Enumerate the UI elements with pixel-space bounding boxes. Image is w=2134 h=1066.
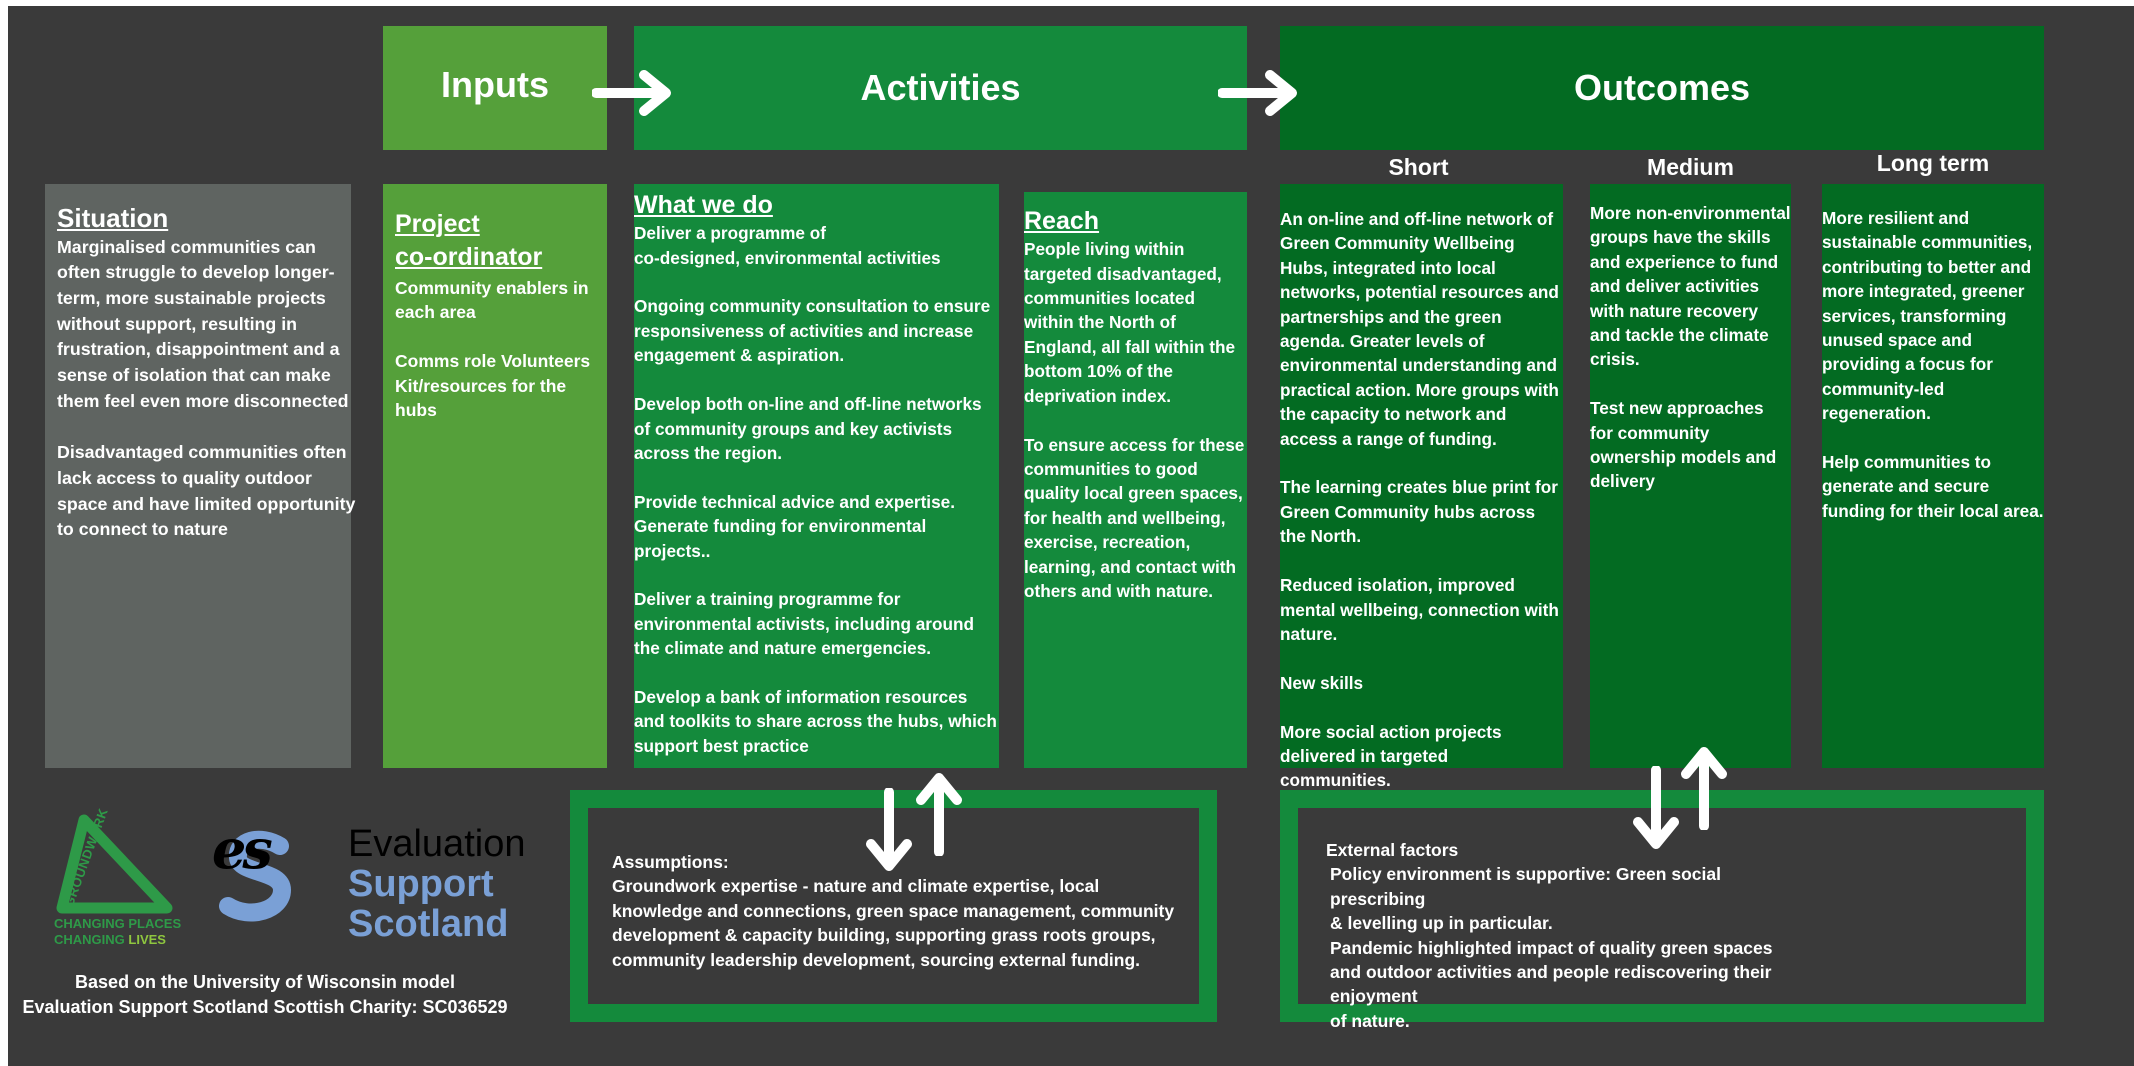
up-arrow-icon xyxy=(916,768,962,856)
footer-line-2: Evaluation Support Scotland Scottish Cha… xyxy=(22,997,508,1017)
inputs-header-label: Inputs xyxy=(441,64,549,105)
short-outcomes-box: An on-line and off-line network of Green… xyxy=(1280,184,1563,790)
activities-header: Activities xyxy=(634,26,1247,150)
long-term-outcomes-box: More resilient and sustainable communiti… xyxy=(1822,184,2044,768)
right-arrow-icon xyxy=(592,70,678,116)
down-arrow-icon xyxy=(866,788,912,876)
groundwork-tagline-2b: LIVES xyxy=(128,932,166,947)
down-arrow-icon xyxy=(1633,766,1679,854)
reach-title: Reach xyxy=(1024,207,1100,235)
short-outcomes-text: An on-line and off-line network of Green… xyxy=(1280,209,1559,791)
medium-outcomes-box: More non-environmental groups have the s… xyxy=(1590,184,1791,768)
inputs-header: Inputs xyxy=(383,26,607,150)
ess-line-2: Support xyxy=(348,863,494,905)
footer-line-1: Based on the University of Wisconsin mod… xyxy=(75,972,455,992)
footer-credit: Based on the University of Wisconsin mod… xyxy=(20,970,510,1020)
assumptions-text: Groundwork expertise - nature and climat… xyxy=(612,876,1175,970)
groundwork-logo-icon: GROUNDWORK CHANGING PLACES CHANGING LIVE… xyxy=(52,806,182,953)
medium-outcomes-text: More non-environmental groups have the s… xyxy=(1590,203,1791,492)
situation-title: Situation xyxy=(57,203,169,233)
long-term-label: Long term xyxy=(1876,150,1990,176)
reach-box: Reach People living within targeted disa… xyxy=(1024,192,1247,768)
reach-text: People living within targeted disadvanta… xyxy=(1024,239,1245,601)
outcomes-header: Outcomes xyxy=(1280,26,2044,150)
situation-text: Marginalised communities can often strug… xyxy=(57,236,356,540)
external-factors-text: Policy environment is supportive: Green … xyxy=(1330,864,1773,1031)
ess-line-1: Evaluation xyxy=(348,823,526,865)
activities-header-label: Activities xyxy=(860,67,1021,108)
inputs-text: Community enablers in each area Comms ro… xyxy=(395,278,591,421)
what-we-do-title: What we do xyxy=(634,191,773,219)
ess-mark: es xyxy=(212,817,273,881)
right-arrow-icon xyxy=(1218,70,1304,116)
short-term-label: Short xyxy=(1388,154,1449,180)
groundwork-tagline-2: CHANGING LIVES xyxy=(54,932,166,947)
external-factors-title: External factors xyxy=(1326,840,1459,860)
what-we-do-box: What we do Deliver a programme of co-des… xyxy=(634,184,999,768)
up-arrow-icon xyxy=(1681,742,1727,830)
groundwork-tagline-1: CHANGING PLACES xyxy=(54,916,182,931)
ess-line-3: Scotland xyxy=(348,903,509,945)
medium-term-label: Medium xyxy=(1647,154,1734,180)
ess-logo-icon: es Evaluation Support Scotland xyxy=(210,822,550,946)
what-we-do-text: Deliver a programme of co-designed, envi… xyxy=(634,223,997,756)
inputs-title: Project co-ordinator xyxy=(395,210,543,271)
external-factors-box: External factors Policy environment is s… xyxy=(1280,790,2044,1031)
groundwork-tagline-2a: CHANGING xyxy=(54,932,129,947)
long-term-outcomes-text: More resilient and sustainable communiti… xyxy=(1822,208,2044,521)
inputs-box: Project co-ordinator Community enablers … xyxy=(383,184,607,768)
outcomes-header-label: Outcomes xyxy=(1573,67,1751,108)
assumptions-title: Assumptions: xyxy=(612,852,729,872)
situation-box: Situation Marginalised communities can o… xyxy=(45,184,355,768)
